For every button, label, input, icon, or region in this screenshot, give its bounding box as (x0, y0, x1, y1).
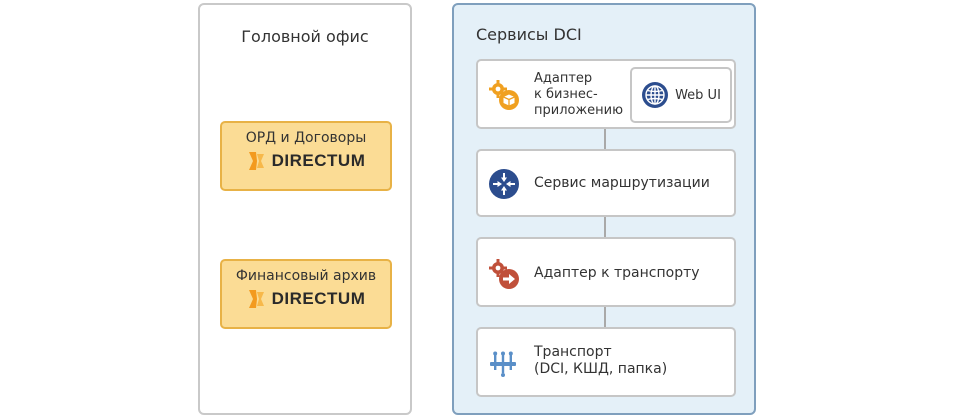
directum-wordmark: DIRECTUM (271, 289, 366, 308)
directum-wordmark: DIRECTUM (271, 151, 366, 170)
directum-mark-icon (248, 290, 264, 308)
dci-title: Сервисы DCI (476, 25, 582, 44)
gear-box-icon (489, 80, 519, 110)
app-name: Финансовый архив (235, 268, 377, 284)
connector-line (604, 307, 606, 327)
gear-arrow-icon (489, 259, 519, 289)
app-card-financial-archive[interactable]: Финансовый архив DIRECTUM (220, 259, 392, 329)
routing-service-box[interactable]: Сервис маршрутизации (476, 149, 736, 217)
routing-service-label: Сервис маршрутизации (534, 175, 710, 191)
adapter-business-label: Адаптер к бизнес- приложению (534, 71, 624, 118)
routing-arrows-icon (489, 169, 519, 199)
transport-bus-icon (490, 351, 516, 377)
head-office-panel: Головной офис ОРД и Договоры DIRECTUM Фи… (198, 3, 412, 415)
adapter-business-app-box[interactable]: Адаптер к бизнес- приложению Web UI (476, 59, 736, 129)
directum-mark-icon (248, 152, 264, 170)
dci-services-panel: Сервисы DCI Адаптер к бизнес- приложению (452, 3, 756, 415)
app-name: ОРД и Договоры (245, 130, 367, 146)
transport-label: Транспорт (DCI, КШД, папка) (534, 344, 668, 377)
connector-line (604, 217, 606, 237)
adapter-transport-label: Адаптер к транспорту (534, 265, 700, 281)
globe-icon (642, 82, 669, 108)
web-ui-label: Web UI (675, 87, 721, 103)
directum-logo: DIRECTUM (222, 150, 390, 172)
connector-line (604, 129, 606, 149)
directum-logo: DIRECTUM (222, 288, 390, 310)
head-office-title: Головной офис (241, 27, 369, 46)
transport-box[interactable]: Транспорт (DCI, КШД, папка) (476, 327, 736, 397)
web-ui-box[interactable]: Web UI (630, 67, 732, 123)
app-card-ord-contracts[interactable]: ОРД и Договоры DIRECTUM (220, 121, 392, 191)
adapter-transport-box[interactable]: Адаптер к транспорту (476, 237, 736, 307)
